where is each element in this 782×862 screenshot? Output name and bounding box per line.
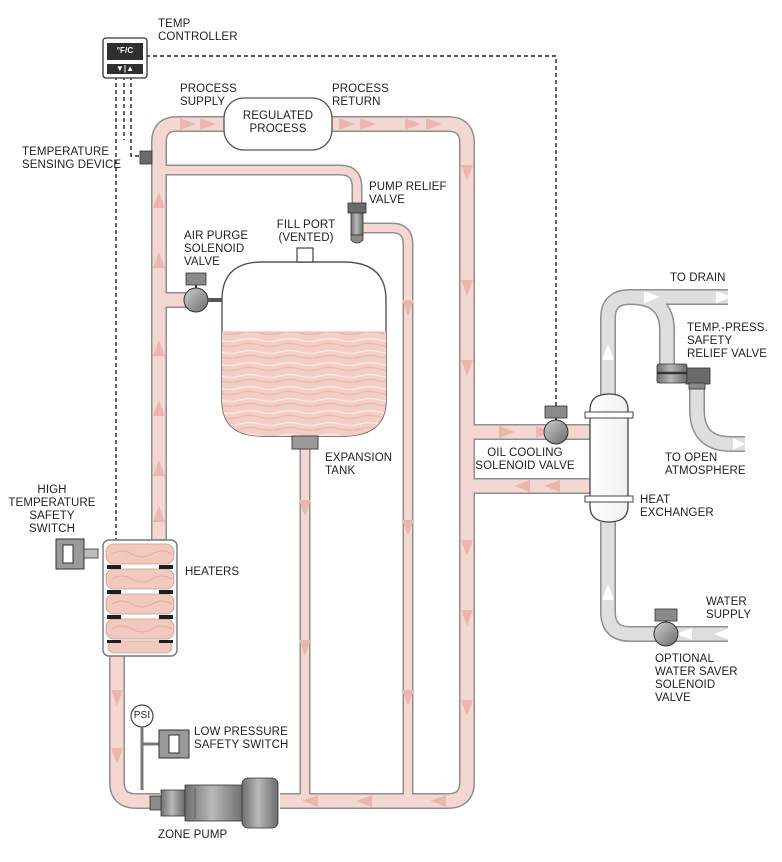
regulated-process-box [223,97,333,151]
high-temperature-safety-switch [55,538,99,570]
low-pressure-safety-switch [142,729,190,759]
expansion-tank [221,261,387,437]
temp-press-safety-relief-valve [656,363,711,390]
temp-controller [102,37,148,79]
controller-buttons-text: ▼|▲ [115,64,135,73]
water-flow-arrows [602,291,745,640]
label-to-drain: TO DRAIN [670,272,726,284]
tank-outlet [291,435,319,450]
pump-relief-valve [347,202,367,244]
psi-gauge [130,704,154,790]
heat-exchanger [584,393,634,523]
controller-display-text: °F/C [116,46,134,55]
control-wiring [115,55,557,556]
tank-fluid [222,332,386,436]
oil-cooling-solenoid-valve [543,405,569,445]
heaters [102,539,178,657]
oil-flow-arrows [111,118,560,807]
label-heaters: HEATERS [185,566,240,578]
fill-port [296,247,314,263]
label-psi: PSI [133,710,151,721]
label-fill-port: FILL PORT(VENTED) [276,219,336,244]
water-saver-solenoid-valve [653,608,679,647]
zone-pump [149,777,279,829]
air-purge-solenoid-valve [183,272,222,313]
label-zone-pump: ZONE PUMP [158,829,228,841]
water-pipes [600,289,745,642]
temperature-sensing-device [139,150,153,165]
